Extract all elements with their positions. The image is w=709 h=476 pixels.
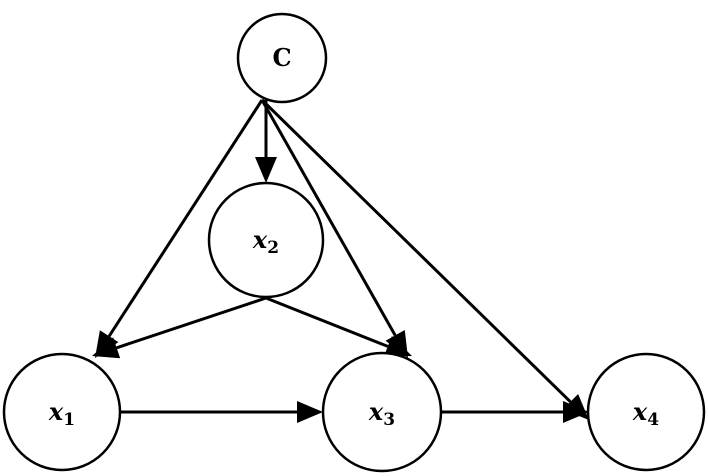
arrowhead: [563, 401, 589, 423]
edge-line: [116, 296, 267, 350]
node-label: C: [272, 43, 291, 72]
edges-layer: [92, 98, 589, 423]
edge-line: [265, 296, 389, 348]
node-label: x1: [48, 397, 75, 430]
arrowhead: [255, 157, 277, 183]
edge-line: [107, 99, 264, 337]
node-label-main: x: [252, 225, 268, 254]
node-label-subscript: 3: [383, 410, 395, 430]
node-x4: x4: [586, 352, 706, 472]
edge-x2-to-x1: [92, 296, 267, 359]
node-circle: [207, 181, 325, 299]
node-x2: x2: [207, 181, 325, 299]
node-C: C: [236, 12, 328, 104]
node-circle: [236, 12, 328, 104]
edge-x1-to-x3: [120, 401, 323, 423]
node-label: x4: [632, 397, 659, 430]
node-label-subscript: 4: [647, 410, 659, 430]
node-circle: [321, 351, 443, 473]
node-label-subscript: 2: [267, 238, 279, 258]
edge-line: [260, 98, 572, 403]
node-label-subscript: 1: [63, 410, 75, 430]
node-label: x3: [368, 397, 395, 430]
node-label-main: x: [368, 397, 384, 426]
edge-x3-to-x4: [441, 401, 589, 423]
node-x3: x3: [321, 351, 443, 473]
node-label: x2: [252, 225, 279, 258]
edge-line: [260, 99, 397, 337]
node-circle: [586, 352, 706, 472]
arrowhead: [297, 401, 323, 423]
arrowhead: [92, 337, 121, 359]
arrowhead: [383, 336, 412, 357]
edge-x2-to-x3: [265, 296, 412, 357]
node-x1: x1: [2, 352, 122, 472]
node-label-main: x: [632, 397, 648, 426]
node-label-main: C: [272, 43, 291, 72]
node-label-main: x: [48, 397, 64, 426]
node-circle: [2, 352, 122, 472]
